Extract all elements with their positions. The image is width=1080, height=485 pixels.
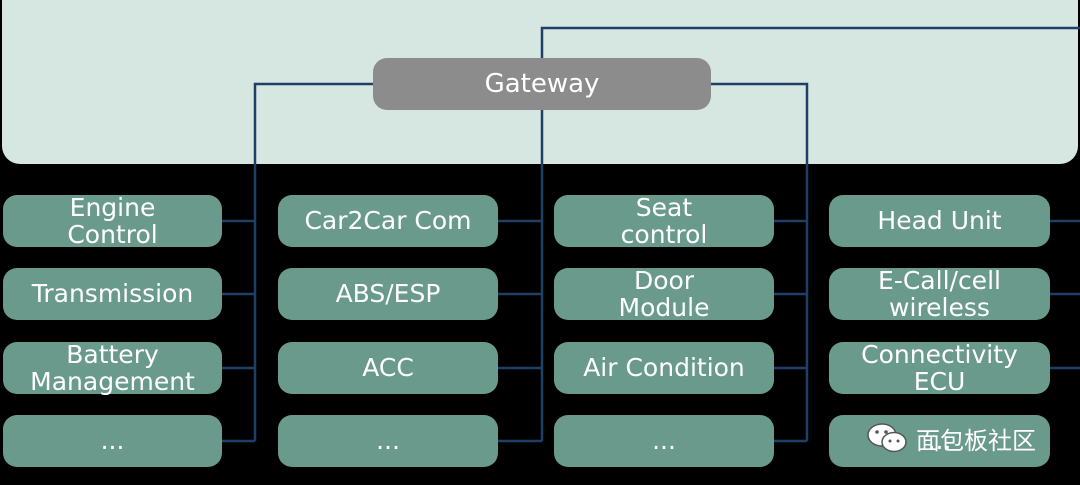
watermark: 面包板社区 <box>866 418 1036 458</box>
ecu-node-more-col1: ... <box>3 415 222 467</box>
ecu-node-engine-control: Engine Control <box>3 193 222 248</box>
ecu-node-abs-esp: ABS/ESP <box>278 268 498 320</box>
wechat-icon <box>867 423 907 453</box>
ecu-node-car2car-com: Car2Car Com <box>278 195 498 247</box>
ecu-node-head-unit: Head Unit <box>829 195 1050 247</box>
ecu-node-e-call-cell-wireless: E-Call/cell wireless <box>829 266 1050 321</box>
ecu-node-battery-management: Battery Management <box>3 340 222 395</box>
bus-line-col3 <box>711 82 809 441</box>
ecu-node-acc: ACC <box>278 342 498 394</box>
ecu-node-more-col3: ... <box>554 415 774 467</box>
ecu-node-connectivity-ecu: Connectivity ECU <box>829 340 1050 395</box>
ecu-node-more-col4: ... <box>829 415 1050 467</box>
ecu-node-door-module: Door Module <box>554 266 774 321</box>
ecu-node-air-condition: Air Condition <box>554 342 774 394</box>
gateway-node: Gateway <box>373 58 711 110</box>
ecu-node-transmission: Transmission <box>3 268 222 320</box>
bus-line-col1 <box>253 82 373 441</box>
bus-line-col4 <box>540 26 1080 58</box>
ecu-node-more-col2: ... <box>278 415 498 467</box>
gateway-label: Gateway <box>484 69 600 99</box>
ecu-node-seat-control: Seat control <box>554 193 774 248</box>
watermark-text: 面包板社区 <box>916 426 1036 455</box>
